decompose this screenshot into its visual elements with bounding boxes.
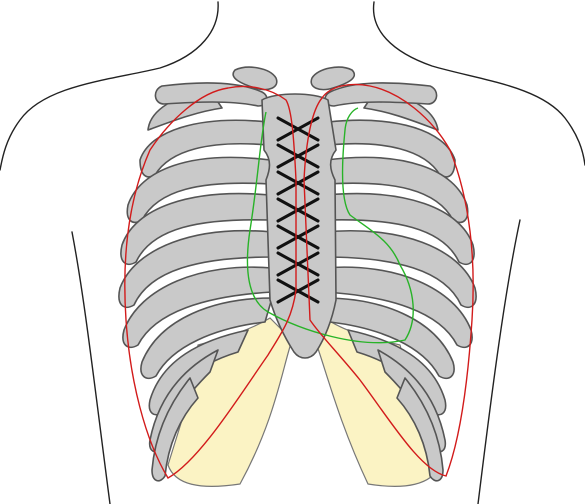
sternum xyxy=(262,94,336,358)
